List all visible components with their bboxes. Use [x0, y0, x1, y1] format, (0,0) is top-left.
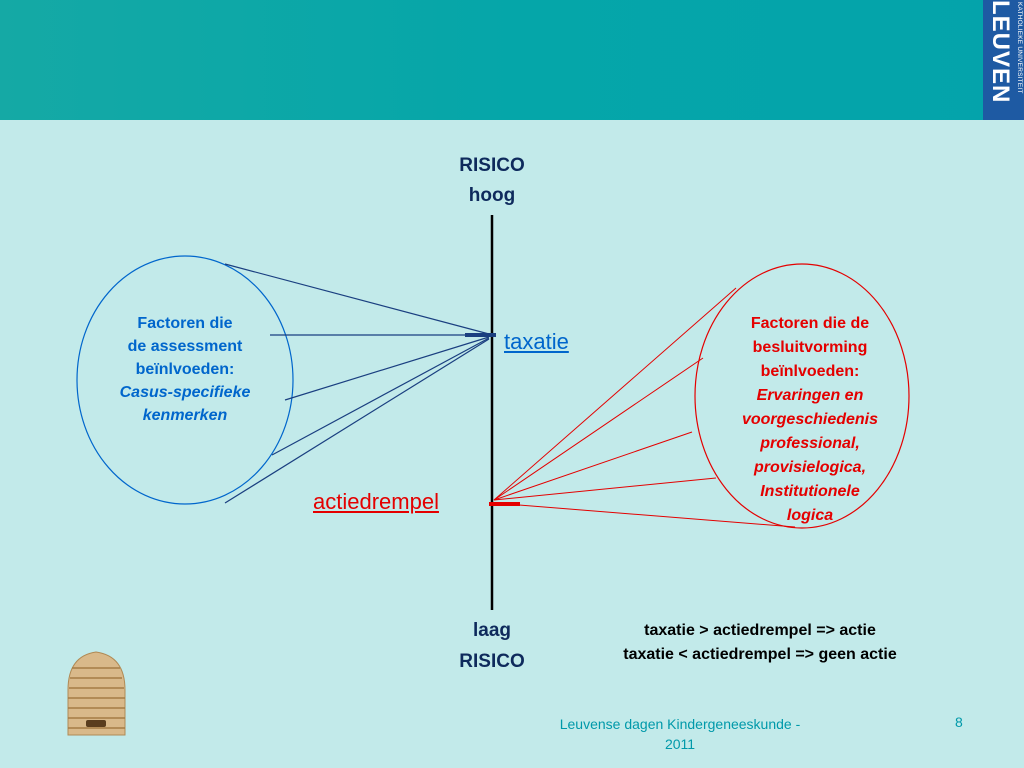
formula-action: taxatie > actiedrempel => actie: [644, 622, 876, 639]
taxatie-label: taxatie: [504, 329, 569, 354]
right-text-line: provisielogica,: [753, 459, 867, 476]
left-text-line: Factoren die: [137, 315, 233, 332]
left-connector-lines: [224, 263, 490, 504]
left-text-line: de assessment: [127, 338, 243, 355]
axis-top-hoog: hoog: [468, 185, 516, 206]
connector-line: [493, 357, 704, 501]
header-bar: [0, 0, 1024, 120]
footer-text: Leuvense dagen Kindergeneeskunde - 2011: [525, 714, 835, 754]
left-text-line: beïnlvoeden:: [135, 361, 235, 378]
axis-bottom-risico: RISICO: [459, 651, 525, 672]
right-text-line: professional,: [760, 435, 860, 452]
connector-line: [493, 431, 693, 501]
connector-line: [224, 263, 490, 335]
connector-line: [284, 336, 490, 401]
connector-line: [271, 337, 490, 456]
page-number: 8: [955, 714, 963, 730]
footer-line: Leuvense dagen Kindergeneeskunde -: [559, 716, 801, 732]
right-ellipse: [694, 263, 910, 529]
connector-line: [493, 287, 737, 501]
actiedrempel-label: actiedrempel: [313, 489, 439, 514]
right-text-line: Institutionele: [760, 483, 860, 500]
right-text-line: Ervaringen en: [756, 387, 864, 404]
right-text-line: logica: [786, 507, 834, 524]
right-text-line: Factoren die de: [750, 315, 870, 332]
connector-line: [493, 502, 796, 528]
right-connector-lines: [493, 287, 796, 528]
formula-no-action: taxatie < actiedrempel => geen actie: [623, 646, 897, 663]
connector-line: [224, 338, 490, 504]
right-text-line: beïnlvoeden:: [760, 363, 860, 380]
right-text-line: besluitvorming: [752, 339, 868, 356]
right-text-line: voorgeschiedenis: [741, 411, 879, 428]
axis-bottom-laag: laag: [472, 620, 512, 641]
university-logo: LEUVEN KATHOLIEKE UNIVERSITEIT: [983, 0, 1024, 120]
beehive-image: [67, 651, 126, 736]
footer-line: 2011: [664, 736, 696, 752]
left-ellipse: [76, 255, 294, 505]
axis-top-risico: RISICO: [459, 155, 525, 176]
right-ellipse-text: Factoren die de besluitvorming beïnlvoed…: [700, 312, 920, 528]
left-text-line: kenmerken: [142, 407, 228, 424]
connector-line: [493, 477, 717, 501]
left-text-line: Casus-specifieke: [119, 384, 251, 401]
left-ellipse-text: Factoren die de assessment beïnlvoeden: …: [95, 312, 275, 427]
